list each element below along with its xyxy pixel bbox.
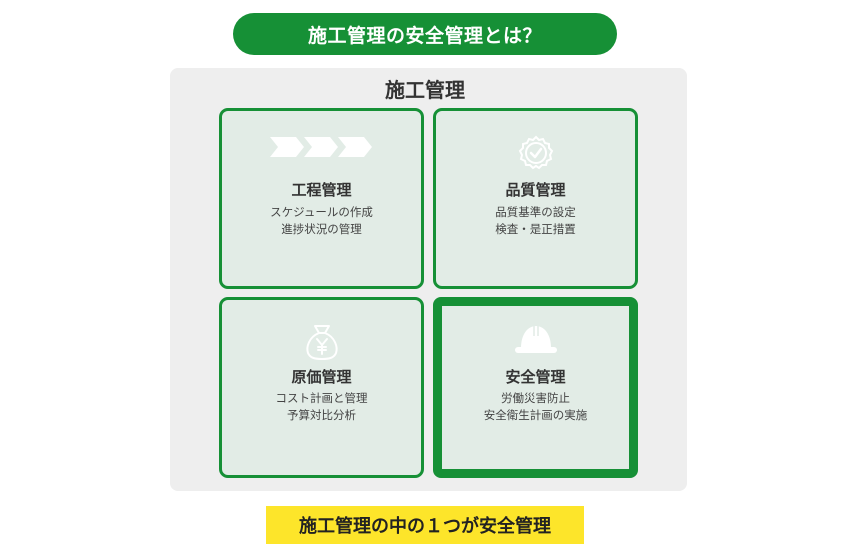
card-description: 労働災害防止 安全衛生計画の実施 bbox=[442, 390, 629, 424]
money-bag-icon bbox=[305, 325, 338, 360]
panel-title: 施工管理 bbox=[385, 78, 465, 102]
card-title: 安全管理 bbox=[505, 368, 566, 386]
card-title: 原価管理 bbox=[291, 368, 352, 386]
quality-badge-icon bbox=[518, 135, 553, 170]
card-description-line: 検査・是正措置 bbox=[495, 222, 576, 236]
footer-highlight-note: 施工管理の中の１つが安全管理 bbox=[266, 506, 584, 544]
card-quality-management: 品質管理 品質基準の設定 検査・是正措置 bbox=[433, 108, 638, 289]
card-description-line: 品質基準の設定 bbox=[495, 205, 576, 219]
card-description-line: 予算対比分析 bbox=[287, 408, 356, 422]
card-description-line: コスト計画と管理 bbox=[275, 391, 368, 405]
card-description-line: 進捗状況の管理 bbox=[281, 222, 362, 236]
chevron-arrows-icon bbox=[269, 137, 372, 157]
card-description: コスト計画と管理 予算対比分析 bbox=[222, 390, 421, 424]
card-schedule-management: 工程管理 スケジュールの作成 進捗状況の管理 bbox=[219, 108, 424, 289]
card-title: 工程管理 bbox=[291, 181, 352, 199]
footer-note-text: 施工管理の中の１つが安全管理 bbox=[299, 516, 551, 537]
page-title-pill: 施工管理の安全管理とは？ bbox=[233, 13, 617, 55]
card-description-line: 労働災害防止 bbox=[501, 391, 570, 405]
card-description-line: スケジュールの作成 bbox=[270, 205, 373, 219]
card-description: スケジュールの作成 進捗状況の管理 bbox=[222, 204, 421, 238]
page-title: 施工管理の安全管理とは？ bbox=[307, 24, 542, 47]
card-description-line: 安全衛生計画の実施 bbox=[483, 408, 588, 422]
card-description: 品質基準の設定 検査・是正措置 bbox=[436, 204, 635, 238]
card-cost-management: 原価管理 コスト計画と管理 予算対比分析 bbox=[219, 297, 424, 478]
hard-hat-icon bbox=[514, 326, 557, 353]
card-safety-management: 安全管理 労働災害防止 安全衛生計画の実施 bbox=[433, 297, 638, 478]
card-title: 品質管理 bbox=[505, 181, 566, 199]
